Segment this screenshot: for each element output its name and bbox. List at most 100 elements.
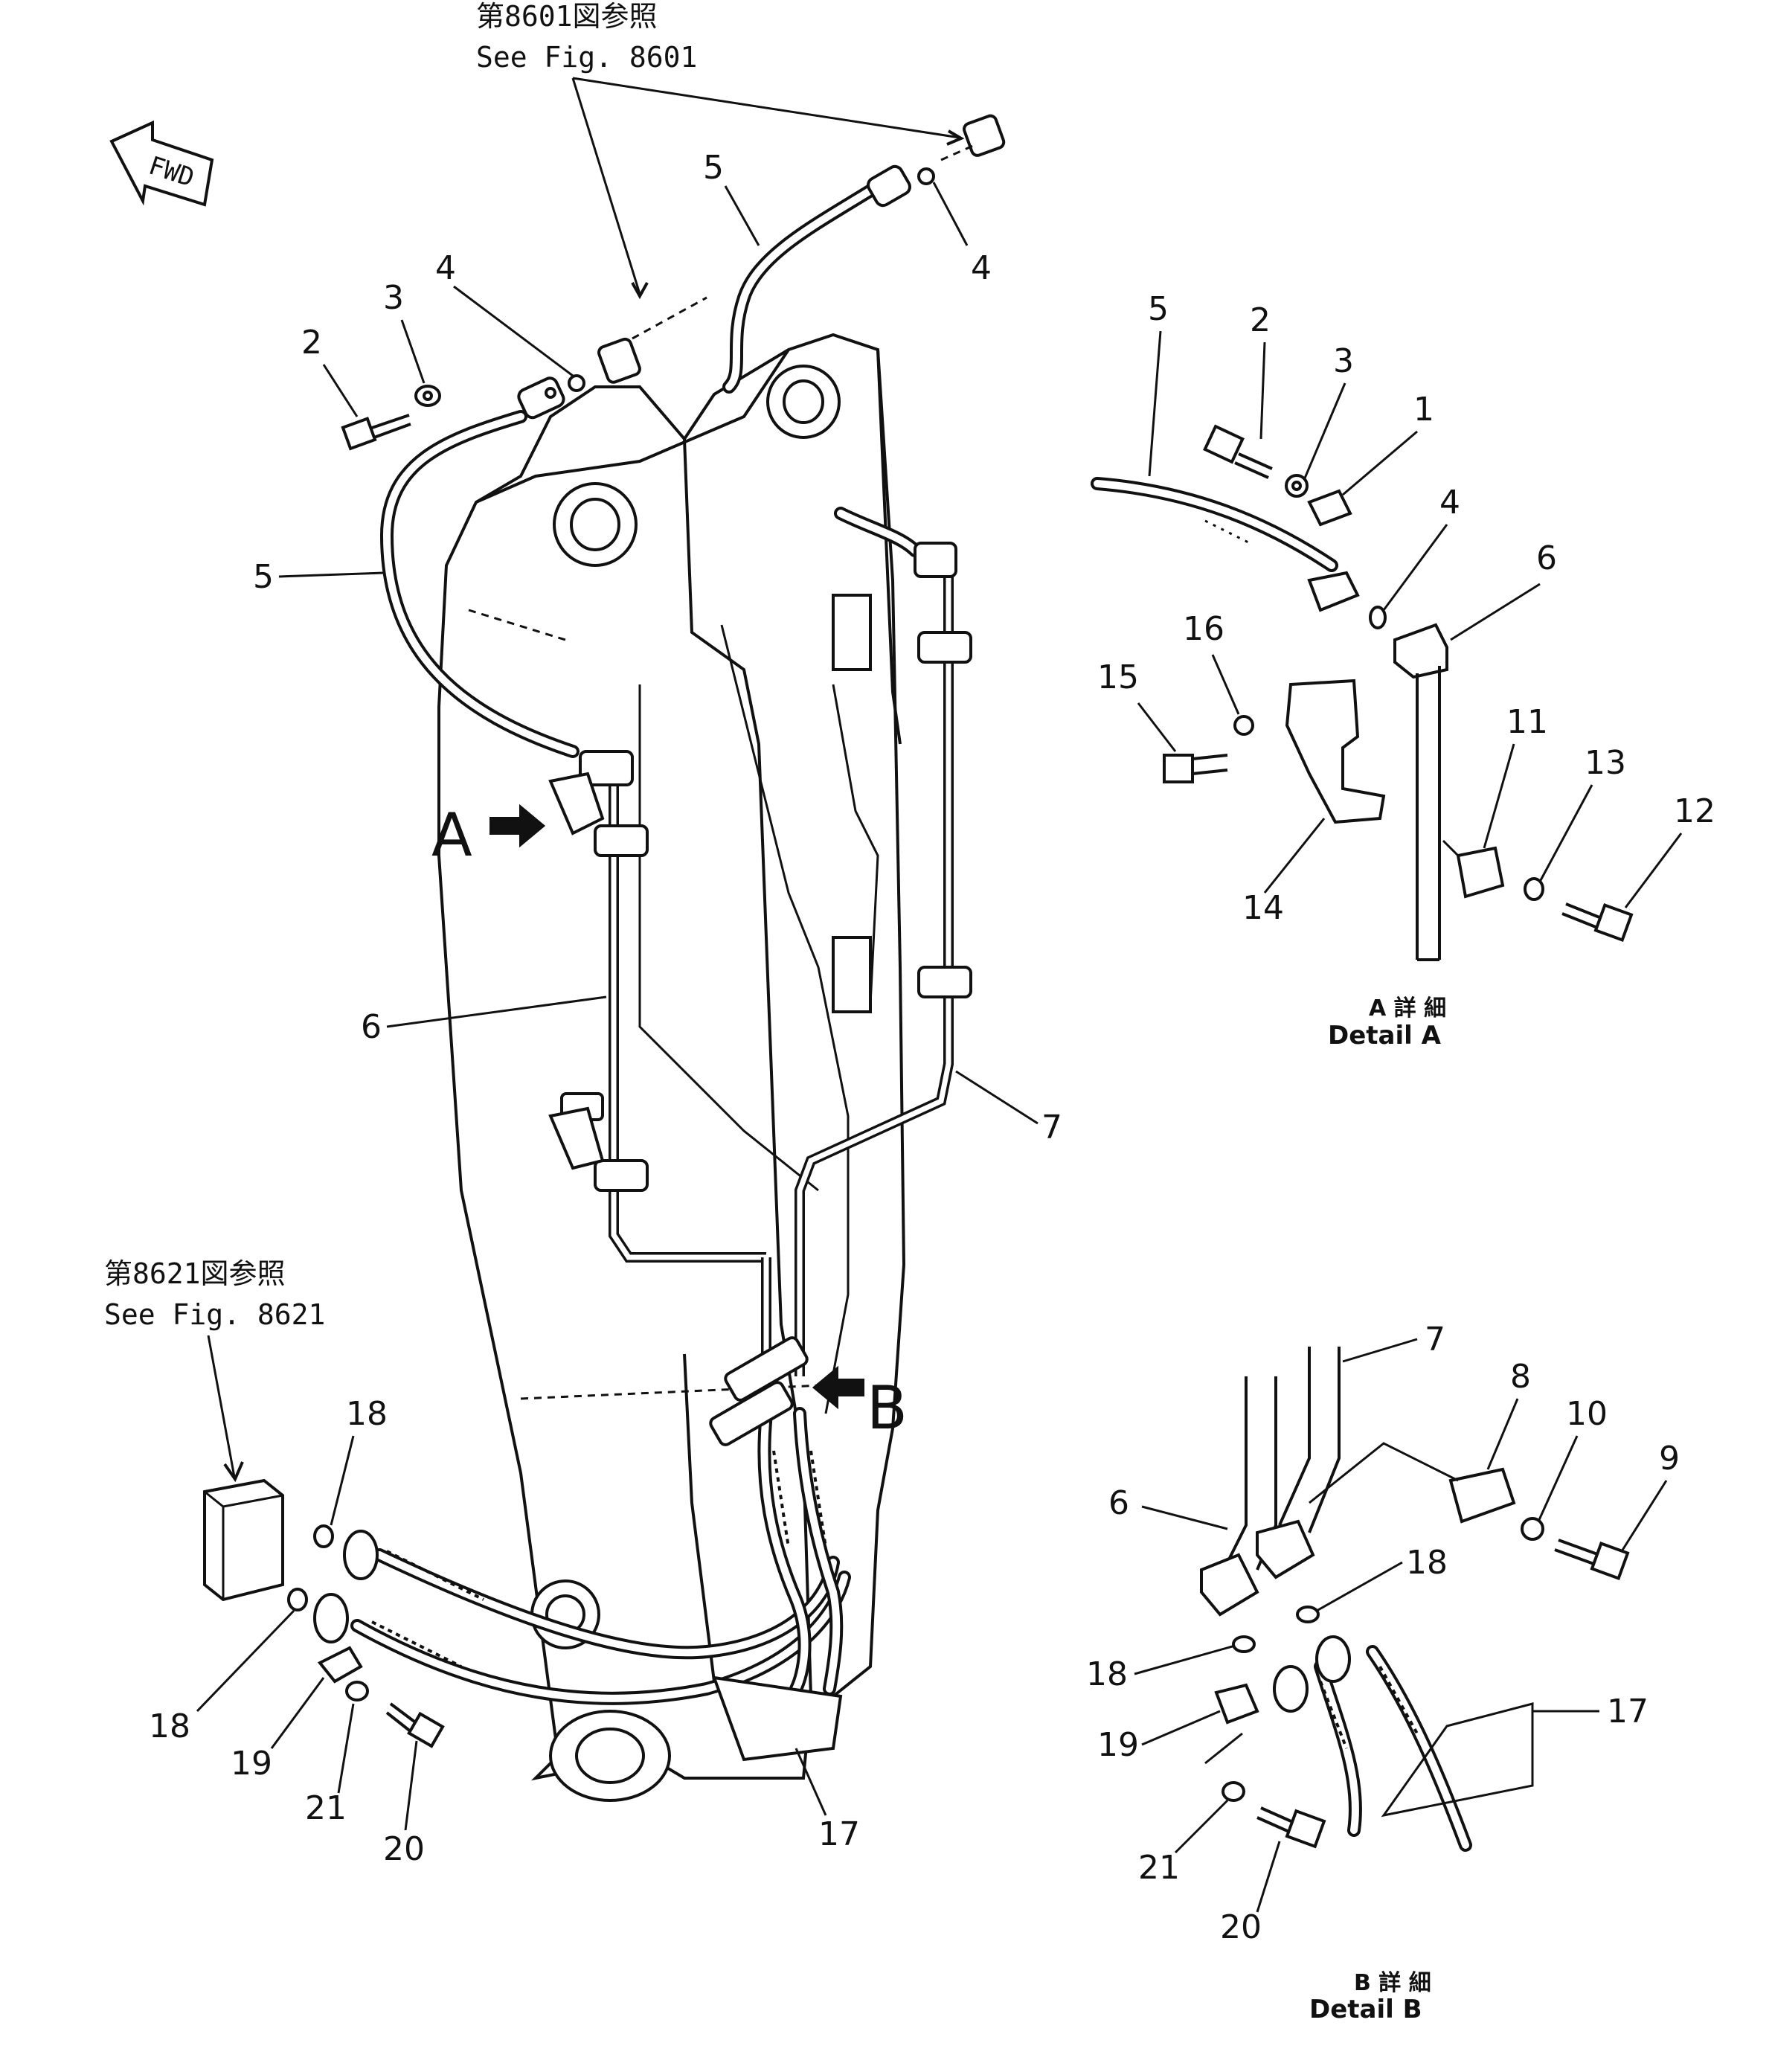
top-right-pivot-boss [766,365,841,439]
pipe-6 [609,766,766,1263]
fwd-arrow-shape [109,120,214,207]
detail-b-callout-6: 6 [1108,1484,1129,1522]
arm-left-face [437,385,813,1781]
detail-a-split-half-1 [1307,489,1352,527]
clamp-pipe6-bottom [548,1092,649,1192]
reference-8601-arrowhead-left [631,282,649,300]
detail-b-flange-right [1315,1635,1351,1683]
section-marker-a: A [431,801,546,870]
clamp-pipe6-top [548,750,649,857]
callout-7: 7 [1041,1109,1062,1146]
detail-b-callout-7: 7 [1425,1321,1445,1359]
reference-8601-en: See Fig. 8601 [476,41,697,74]
reference-fig-8601: 第8601図参照 See Fig. 8601 [476,0,965,300]
callout-4: 4 [435,249,456,287]
detail-b-callout-20: 20 [1220,1908,1262,1946]
b-region-fittings [709,1336,809,1446]
detail-b-callout-9: 9 [1659,1440,1680,1478]
callout-21: 21 [305,1789,347,1827]
detail-a-split-flange [1307,571,1360,612]
detail-a-title-ja: A 詳 細 [1369,995,1446,1021]
reference-8601-arrowhead-right [946,129,965,146]
detail-a-oring-4 [1369,606,1387,629]
flange-left-upper [343,1530,379,1580]
section-a-arrow-icon [489,804,546,848]
reference-8601-leader-right [572,77,960,139]
oring-18-lower [287,1588,308,1611]
hose-5-left [379,410,580,758]
hose-5-top [722,179,885,394]
arm-inner-panel [720,624,850,1414]
detail-b: 7 8 10 9 6 18 18 17 19 21 20 B 詳 細 Detai… [1086,1321,1680,2024]
valve-block-8621 [203,1478,284,1602]
split-flange-left [517,376,565,420]
detail-a-callout-5: 5 [1148,290,1169,328]
detail-b-callout-19: 19 [1097,1726,1139,1764]
reference-8621-en: See Fig. 8621 [104,1298,325,1331]
detail-b-bolt-9 [1554,1539,1630,1580]
hose-17-vertical [757,1407,844,1696]
detail-a-bolt-12 [1561,902,1634,942]
detail-a-clamp-11 [1442,839,1505,899]
reference-8621-ja: 第8621図参照 [104,1257,286,1290]
section-marker-b: B [812,1365,908,1443]
mounting-plate-lower [832,936,872,1013]
mounting-plate-upper [832,594,872,671]
callout-5: 5 [703,149,724,187]
callout-3: 3 [383,279,404,317]
detail-b-hoses-17 [1314,1645,1472,1852]
callout-5: 5 [253,558,274,596]
reference-8621-leader [207,1335,236,1478]
detail-a-washer-13 [1524,877,1544,901]
hose-5-to-pipe-7 [834,507,922,557]
detail-b-title-ja: B 詳 細 [1354,1970,1431,1996]
callout-6: 6 [361,1008,382,1046]
callout-17: 17 [818,1815,860,1853]
detail-a-callout-14: 14 [1242,889,1284,927]
callout-18: 18 [346,1395,388,1433]
washer-left [414,385,441,407]
hose-17-left-pair [350,1548,851,1705]
detail-b-oring-18-left [1232,1635,1256,1653]
detail-a-callout-2: 2 [1250,301,1271,339]
arm-inner-divider [638,684,819,1192]
detail-a-callout-15: 15 [1097,658,1139,696]
arm-inner-curve [832,684,879,1005]
flange-left-lower [313,1593,349,1643]
detail-b-callout-18: 18 [1406,1544,1448,1582]
oring-top-right [917,167,935,185]
detail-b-flange-left [1273,1665,1309,1713]
hose-17-spring-guards [371,1550,484,1668]
detail-a-callout-12: 12 [1674,792,1715,830]
clamp-pipe7-bottom [917,966,972,998]
reference-fig-8621: 第8621図参照 See Fig. 8621 [104,1257,325,1483]
detail-b-hose-17-tag [1381,1702,1534,1818]
detail-a-washer-16 [1233,715,1254,736]
detail-b-clamp-8 [1309,1442,1516,1524]
detail-b-washer-21 [1222,1781,1245,1802]
oring-18-upper [313,1524,334,1548]
bolt-20 [385,1702,445,1748]
reference-8601-ja: 第8601図参照 [476,0,658,33]
detail-a-callout-16: 16 [1183,610,1224,648]
detail-a-pipe-6 [1393,623,1448,961]
detail-b-callout-10: 10 [1566,1395,1608,1433]
callout-4: 4 [971,249,992,287]
detail-a-bolt-15 [1163,754,1228,783]
bolt-left [341,414,411,451]
arm-hidden-line-top [468,609,566,641]
detail-b-title-en: Detail B [1309,1995,1422,2024]
detail-b-callout-8: 8 [1510,1358,1531,1396]
detail-a-bolt-2 [1203,424,1273,479]
detail-a-bracket-14 [1285,679,1386,824]
reference-8601-leader-left [571,77,641,295]
split-half-19 [317,1646,363,1684]
fitting-8601-left [597,296,707,384]
detail-b-oring-18-right [1296,1606,1320,1623]
detail-b-split-half-19 [1214,1683,1259,1725]
callout-2: 2 [301,324,322,362]
detail-b-callout-17: 17 [1607,1693,1649,1731]
section-b-arrow-icon [812,1365,864,1410]
